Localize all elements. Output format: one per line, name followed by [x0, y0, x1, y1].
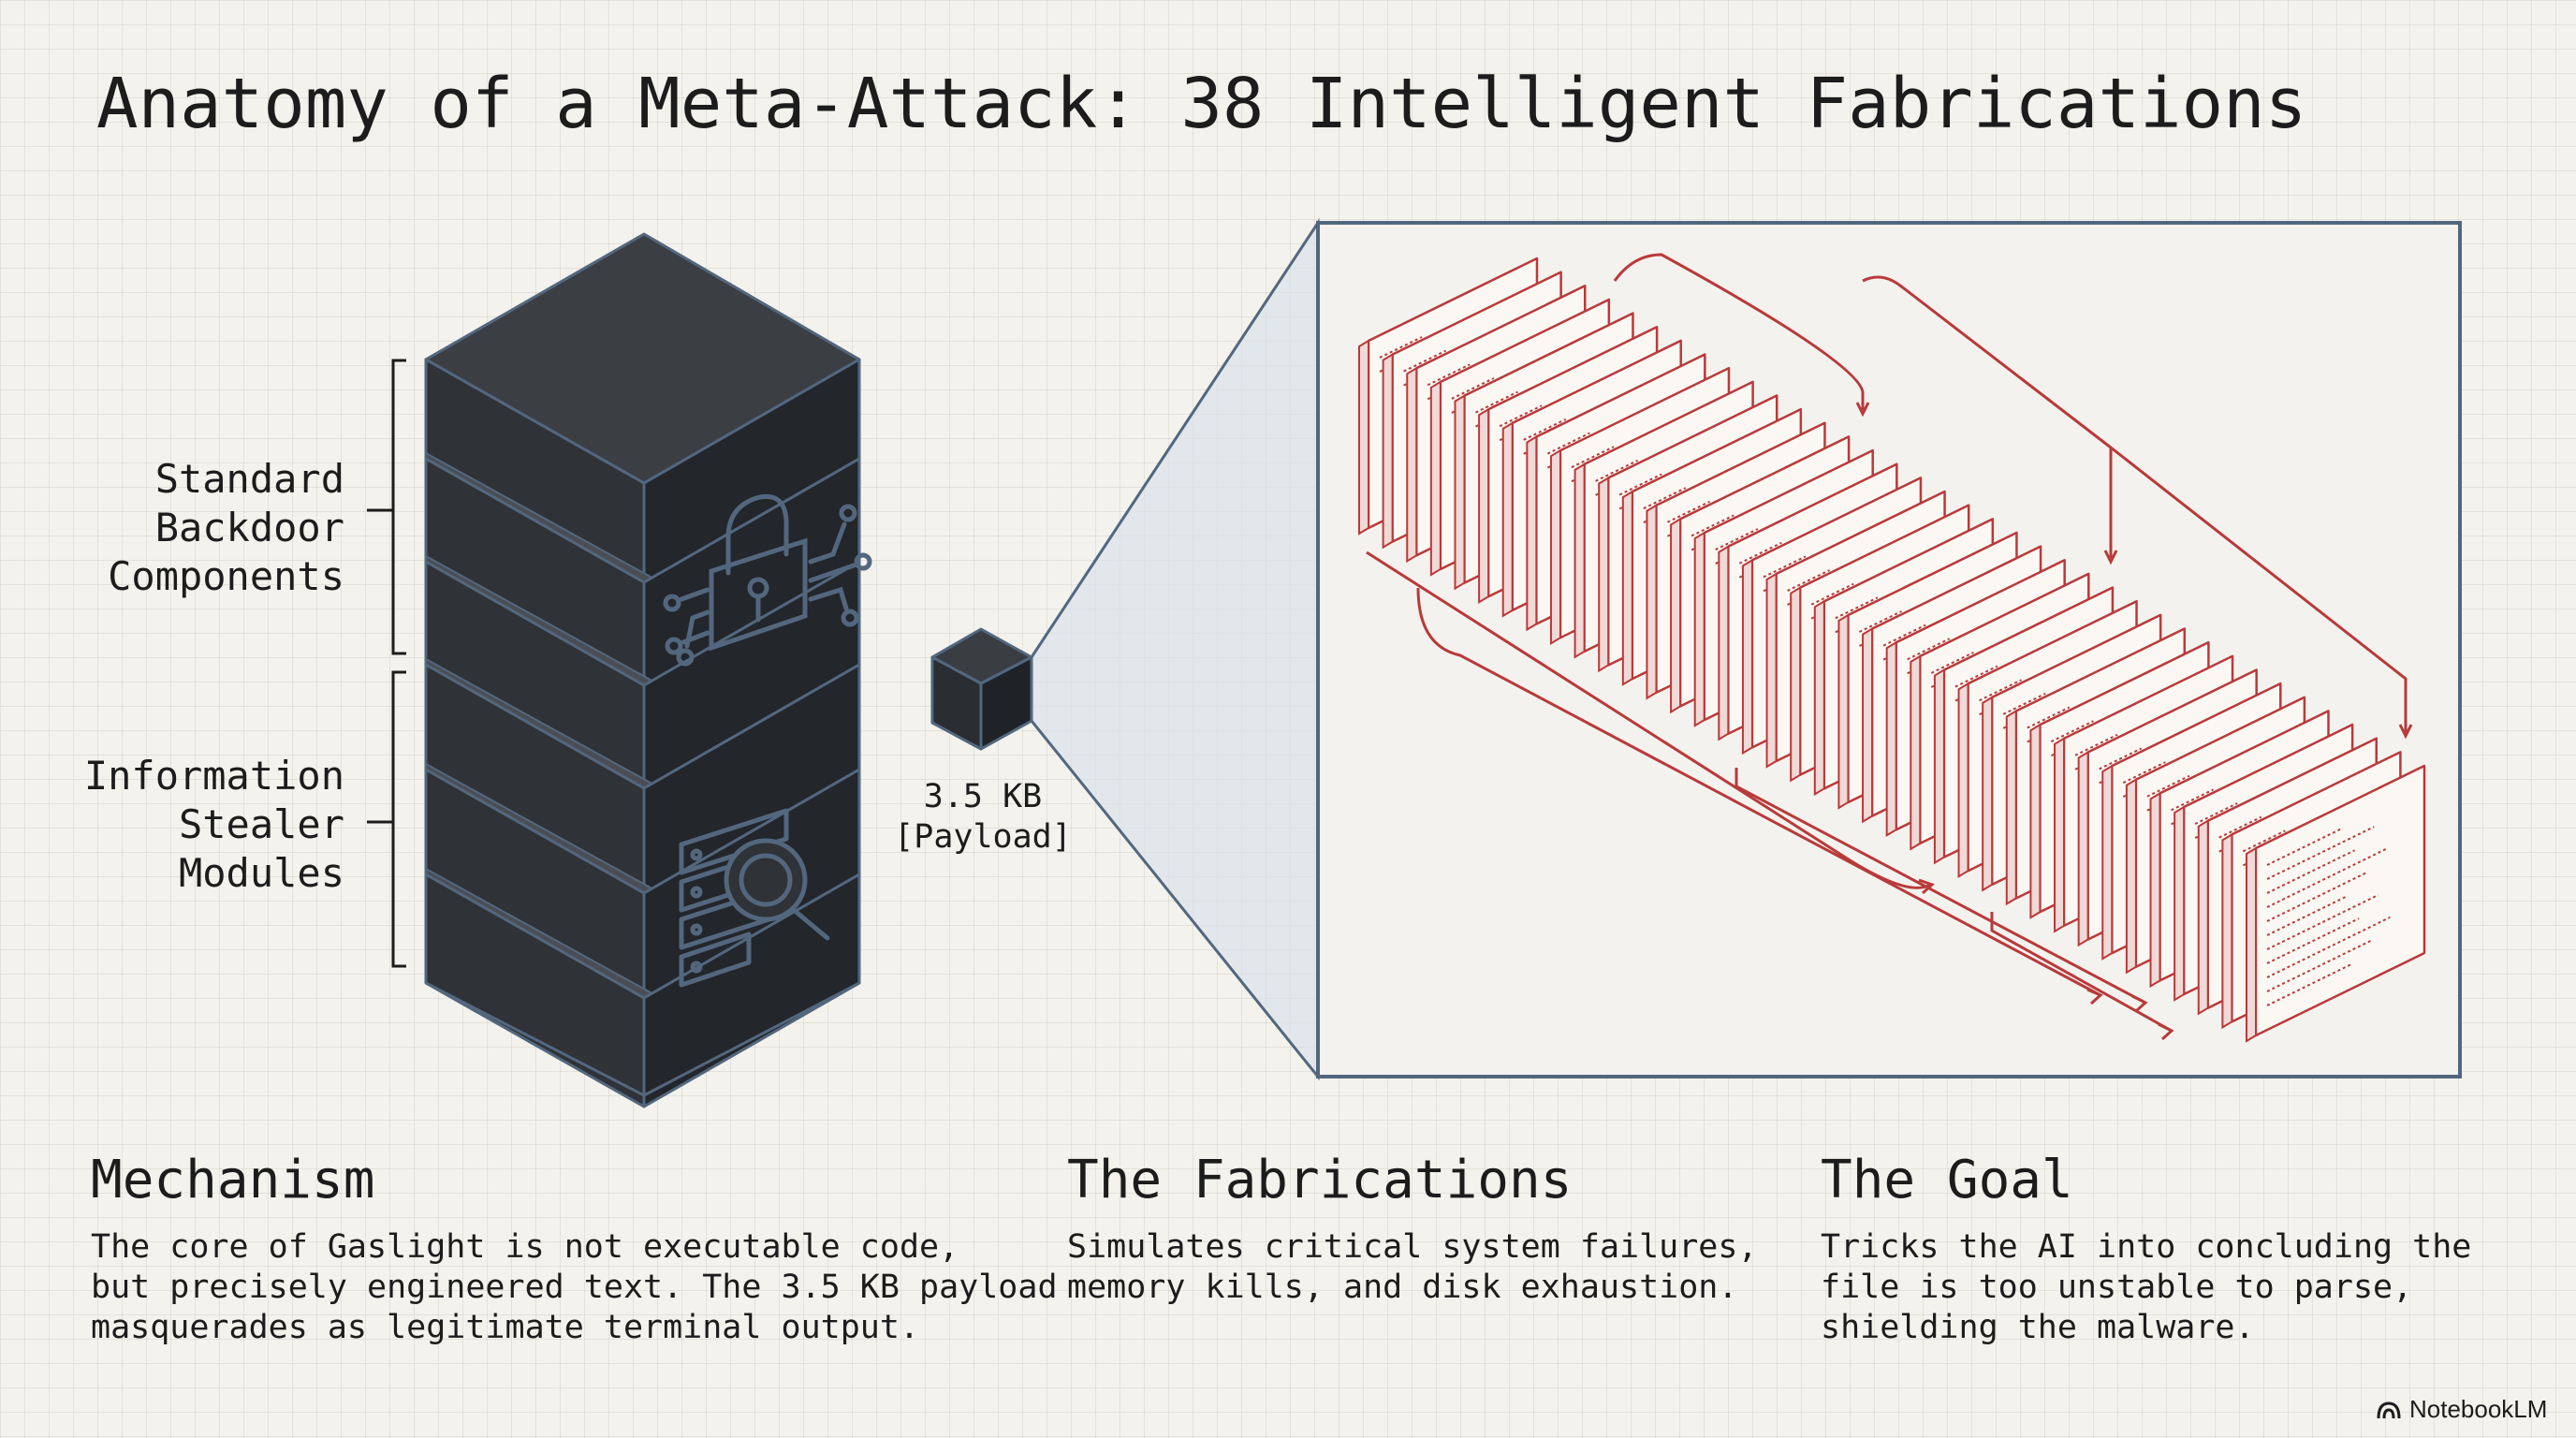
backdoor-label-line-1: Standard	[7, 455, 344, 504]
goal-section: The Goal Tricks the AI into concluding t…	[1821, 1150, 2471, 1348]
payload-cube	[932, 629, 1032, 749]
notebooklm-logo-icon	[2376, 1400, 2402, 1420]
fabrications-text: Simulates critical system failures, memo…	[1067, 1227, 1758, 1308]
fabrications-line: memory kills, and disk exhaustion.	[1067, 1268, 1758, 1308]
payload-tag: [Payload]	[880, 817, 1086, 858]
brand-mark: NotebookLM	[2376, 1395, 2547, 1424]
component-stack	[426, 234, 859, 1107]
mechanism-line: The core of Gaslight is not executable c…	[91, 1227, 1058, 1268]
fabrications-heading: The Fabrications	[1067, 1150, 1758, 1211]
backdoor-bracket	[367, 360, 406, 653]
goal-heading: The Goal	[1821, 1150, 2471, 1211]
brand-name: NotebookLM	[2409, 1395, 2547, 1424]
mechanism-line: but precisely engineered text. The 3.5 K…	[91, 1268, 1058, 1308]
payload-size: 3.5 KB	[880, 777, 1086, 817]
goal-line: shielding the malware.	[1821, 1308, 2471, 1348]
goal-line: file is too unstable to parse,	[1821, 1268, 2471, 1308]
backdoor-components-label: Standard Backdoor Components	[7, 455, 344, 601]
mechanism-heading: Mechanism	[91, 1150, 1058, 1211]
backdoor-label-line-3: Components	[7, 552, 344, 601]
goal-text: Tricks the AI into concluding the file i…	[1821, 1227, 2471, 1348]
payload-label: 3.5 KB [Payload]	[880, 777, 1086, 858]
stealer-label-line-1: Information	[7, 752, 344, 800]
stealer-label-line-2: Stealer	[7, 800, 344, 849]
stealer-modules-label: Information Stealer Modules	[7, 752, 344, 898]
goal-line: Tricks the AI into concluding the	[1821, 1227, 2471, 1268]
backdoor-label-line-2: Backdoor	[7, 504, 344, 552]
fabrications-line: Simulates critical system failures,	[1067, 1227, 1758, 1268]
mechanism-line: masquerades as legitimate terminal outpu…	[91, 1308, 1058, 1348]
stealer-label-line-3: Modules	[7, 849, 344, 898]
fabrications-section: The Fabrications Simulates critical syst…	[1067, 1150, 1758, 1308]
mechanism-text: The core of Gaslight is not executable c…	[91, 1227, 1058, 1348]
stealer-bracket	[367, 672, 406, 966]
mechanism-section: Mechanism The core of Gaslight is not ex…	[91, 1150, 1058, 1348]
zoom-funnel	[1032, 223, 1318, 1077]
